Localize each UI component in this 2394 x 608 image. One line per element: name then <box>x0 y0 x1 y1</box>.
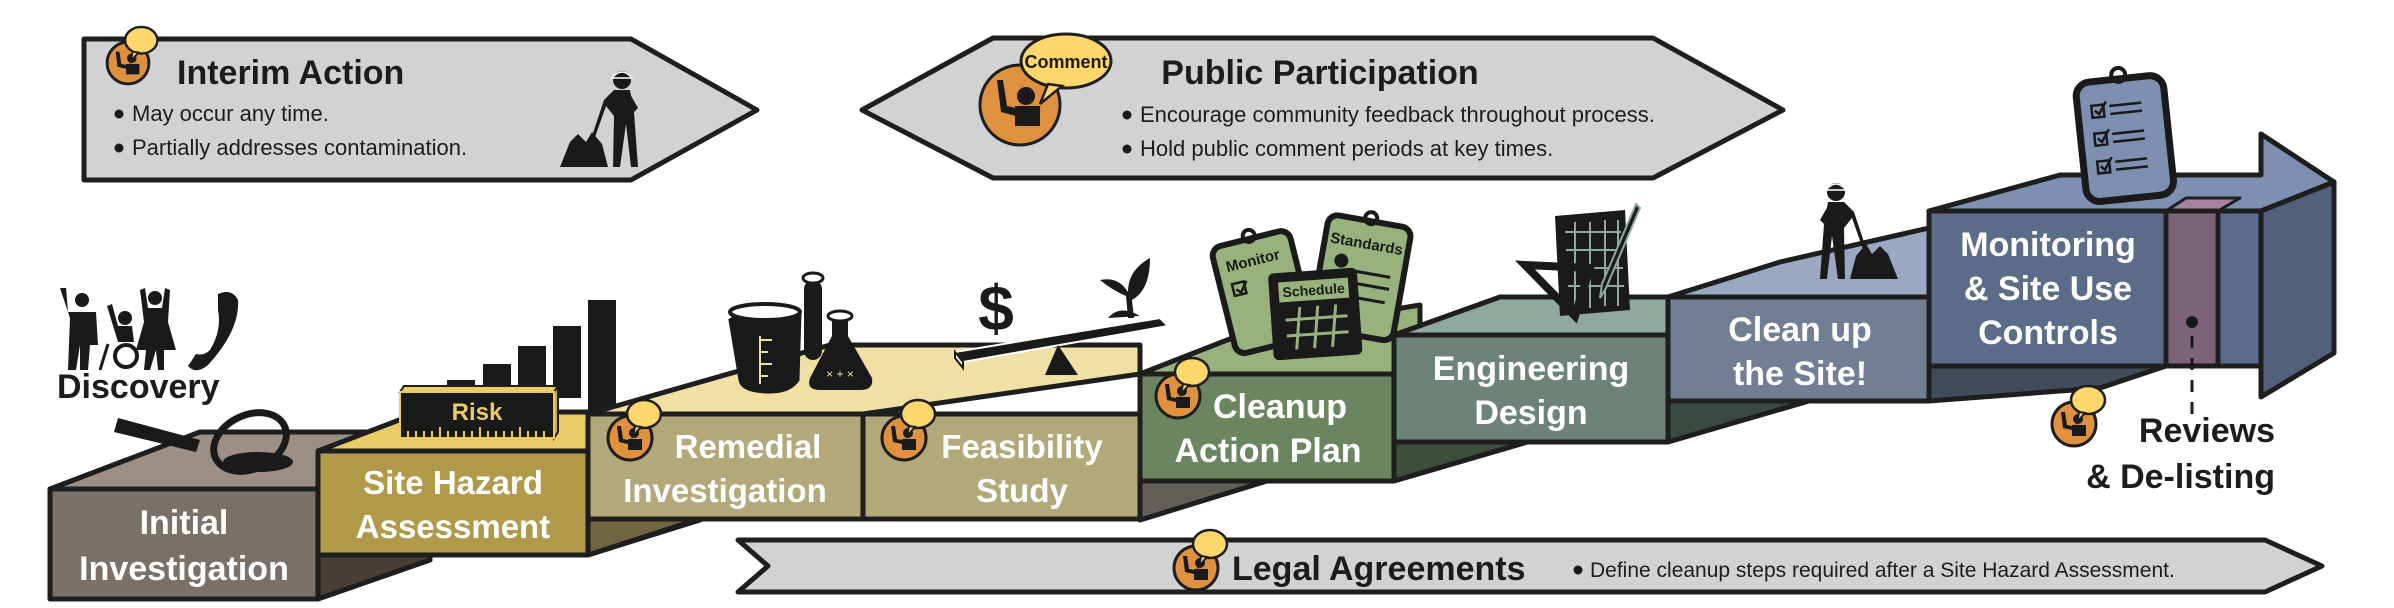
step-cleanup-action-plan[interactable]: Cleanup Action Plan Monitor Standards Sc… <box>1137 205 1423 523</box>
step-label-line: Controls <box>1978 314 2118 352</box>
step-label-line: Investigation <box>79 550 289 588</box>
step-clean-up-the-site[interactable]: Clean up the Site! <box>1665 182 1932 445</box>
people-icon <box>60 288 176 370</box>
wheelchair-icon <box>98 304 139 371</box>
step-label-line: Engineering <box>1433 350 1629 388</box>
bullet-dot <box>1122 144 1132 154</box>
step-remedial-investigation[interactable]: Remedial Investigation × + × <box>585 271 1143 558</box>
step-label-line: Study <box>976 472 1068 509</box>
step-label-line: Cleanup <box>1213 388 1347 426</box>
svg-text:× + ×: × + × <box>826 367 854 381</box>
clipboard-schedule-label: Schedule <box>1282 280 1345 300</box>
step-label-line: Initial <box>140 504 229 542</box>
step-side-face <box>1926 363 2169 404</box>
step-label-line: Investigation <box>623 472 827 509</box>
step-front-face <box>1391 332 1671 445</box>
comment-icon <box>2050 384 2107 448</box>
step-label-line: Remedial <box>675 428 822 465</box>
public-participation-banner: Comment Public Participation Encourage c… <box>859 32 1786 181</box>
public-participation-title: Public Participation <box>1161 54 1478 92</box>
step-label-line: Action Plan <box>1174 432 1361 470</box>
phone-icon <box>188 292 239 371</box>
legal-agreements-bullet: Define cleanup steps required after a Si… <box>1590 559 2175 582</box>
step-label-line: Design <box>1474 394 1587 432</box>
reviews-label-line: Reviews <box>2139 412 2275 450</box>
public-bullet-1: Encourage community feedback throughout … <box>1140 102 1655 127</box>
discovery: Discovery <box>57 288 239 406</box>
bullet-dot <box>1573 565 1583 575</box>
step-feasibility-study[interactable]: Feasibility Study $ <box>860 258 1171 522</box>
clipboards-icon: Monitor Standards Schedule <box>1209 210 1414 361</box>
step-label-line: & Site Use <box>1964 270 2132 308</box>
lab-glassware-icon: × + × <box>728 271 873 394</box>
checklist-icon <box>2072 65 2178 205</box>
step-monitoring-site-use-controls[interactable]: Monitoring & Site Use Controls <box>1926 63 2337 420</box>
interim-action-title: Interim Action <box>177 54 404 92</box>
legal-agreements-banner: Legal Agreements Define cleanup steps re… <box>735 528 2325 595</box>
magnifier-icon <box>114 409 293 475</box>
step-label-line: the Site! <box>1733 355 1867 393</box>
reviews-label-line: & De-listing <box>2086 458 2275 496</box>
comment-bubble-label: Comment <box>1024 52 1107 72</box>
risk-ruler-icon: Risk <box>398 382 560 442</box>
bullet-dot <box>114 109 124 119</box>
step-label-line: Monitoring <box>1960 226 2136 264</box>
step-label-line: Feasibility <box>941 428 1103 465</box>
legal-agreements-title: Legal Agreements <box>1232 550 1526 588</box>
step-label-line: Clean up <box>1728 311 1872 349</box>
step-engineering-design[interactable]: Engineering Design <box>1391 202 1671 484</box>
reviews-delisting: Reviews & De-listing <box>2050 384 2275 496</box>
interim-bullet-2: Partially addresses contamination. <box>132 135 467 160</box>
risk-badge-label: Risk <box>452 399 503 426</box>
step-label-line: Assessment <box>356 508 550 545</box>
arrow-side-face <box>2258 179 2337 400</box>
svg-text:$: $ <box>978 272 1014 344</box>
step-label-line: Site Hazard <box>363 464 543 501</box>
public-bullet-2: Hold public comment periods at key times… <box>1140 136 1553 161</box>
blueprint-icon <box>1515 202 1642 324</box>
bullet-dot <box>114 143 124 153</box>
step-front-face <box>47 486 321 602</box>
interim-bullet-1: May occur any time. <box>132 101 329 126</box>
discovery-label: Discovery <box>57 368 220 406</box>
comment-icon: Comment <box>978 32 1113 147</box>
binder-dot <box>2186 316 2198 328</box>
balance-scale-icon: $ <box>953 258 1171 375</box>
interim-action-banner: Interim Action May occur any time. Parti… <box>81 25 760 183</box>
bullet-dot <box>1122 110 1132 120</box>
